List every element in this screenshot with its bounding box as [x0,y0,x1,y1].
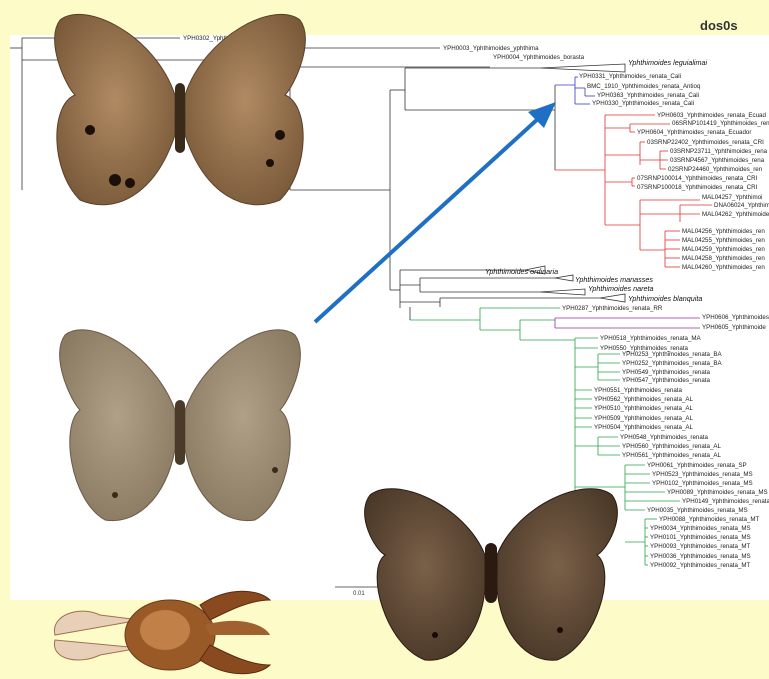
leaf-label: YPH0331_Yphthimoides_renata_Cali [579,73,681,80]
leaf-label: YPH0510_Yphthimoides_renata_AL [594,405,694,412]
leaf-label: YPH0605_Yphthimoide [702,324,766,331]
leaf-label: YPH0549_Yphthimoides_renata [622,369,711,376]
leaf-label: YPH0560_Yphthimoides_renata_AL [622,443,722,450]
leaf-label: 07SRNP100018_Yphthimoides_renata_CRI [637,184,758,191]
leaf-label: MAL04256_Yphthimoides_ren [682,228,765,235]
leaf-label: YPH0102_Yphthimoides_renata_MS [652,480,753,487]
leaf-label: 03SRNP4567_Yphthimoides_rena [670,157,765,164]
leaf-label: MAL04262_Yphthimoides [702,211,769,218]
scale-label: 0.01 [353,591,365,597]
leaf-label: YPH0101_Yphthimoides_renata_MS [650,534,751,541]
leaf-label: MAL04259_Yphthimoides_ren [682,246,765,253]
clade-label: Yphthimoides leguialimai [628,58,708,67]
leaf-label: DNA06024_Yphthim [714,202,769,209]
leaf-label: YPH0523_Yphthimoides_renata_MS [652,471,753,478]
corner-text: dos0s [700,18,738,33]
clade-label: Yphthimoides manasses [575,275,653,284]
leaf-label: YPH0518_Yphthimoides_renata_MA [600,335,702,342]
leaf-label: YPH0287_Yphthimoides_renata_RR [562,305,663,312]
leaf-label: YPH0004_Yphthimoides_borasta [493,54,585,61]
leaf-label: 03SRNP22402_Yphthimoides_renata_CRI [647,139,764,146]
leaf-label: YPH0093_Yphthimoides_renata_MT [650,543,751,550]
leaf-label: YPH0547_Yphthimoides_renata [622,377,711,384]
clade-label: Yphthimoides nareta [588,284,654,293]
leaf-label: YPH0363_Yphthimoides_renata_Cali [597,92,699,99]
leaf-label: 02SRNP24460_Yphthimoides_ren [668,166,763,173]
leaf-label: 07SRNP100014_Yphthimoides_renata_CRI [637,175,758,182]
leaf-label: MAL04258_Yphthimoides_ren [682,255,765,262]
leaf-label: YPH0509_Yphthimoides_renata_AL [594,415,694,422]
leaf-label: YPH0149_Yphthimoides_renata_M [682,498,769,505]
leaf-label: YPH0548_Yphthimoides_renata [620,434,709,441]
leaf-label: YPH0092_Yphthimoides_renata_MT [650,562,751,569]
leaf-label: YPH0603_Yphthimoides_renata_Ecuad [657,112,766,119]
leaf-label: MAL04257_Yphthimoi [702,194,762,201]
leaf-label: YPH0330_Yphthimoides_renata_Cali [592,100,694,107]
clade-label: Yphthimoides ordinaria [485,267,558,276]
leaf-label: YPH0253_Yphthimoides_renata_BA [622,351,723,358]
leaf-label: BMC_1910_Yphthimoides_renata_Antioq [587,83,701,90]
leaf-label: MAL04255_Yphthimoides_ren [682,237,765,244]
leaf-label: YPH0562_Yphthimoides_renata_AL [594,396,694,403]
leaf-label: YPH0089_Yphthimoides_renata_MS [667,489,768,496]
clade-label: Yphthimoides blanquita [628,294,702,303]
leaf-label: YPH0604_Yphthimoides_renata_Ecuador [637,129,751,136]
leaf-label: YPH0606_Yphthimoides_renata_E [702,314,769,321]
leaf-label: YPH0561_Yphthimoides_renata_AL [622,452,722,459]
leaf-label: YPH0088_Yphthimoides_renata_MT [659,516,760,523]
leaf-label: YPH0003_Yphthimoides_yphthima [443,45,539,52]
leaf-label: MAL04260_Yphthimoides_ren [682,264,765,271]
leaf-label: 06SRNP101419_Yphthimoides_renata_CR [672,120,769,127]
leaf-label: YPH0504_Yphthimoides_renata_AL [594,424,694,431]
leaf-label: YPH0034_Yphthimoides_renata_MS [650,525,751,532]
leaf-label: YPH0035_Yphthimoides_renata_MS [647,507,748,514]
leaf-label: YPH0061_Yphthimoides_renata_SP [647,462,747,469]
leaf-label: 03SRNP23711_Yphthimoides_rena [670,148,768,155]
leaf-label: YPH0252_Yphthimoides_renata_BA [622,360,723,367]
leaf-label: YPH0036_Yphthimoides_renata_MS [650,553,751,560]
leaf-label: YPH0551_Yphthimoides_renata [594,387,683,394]
